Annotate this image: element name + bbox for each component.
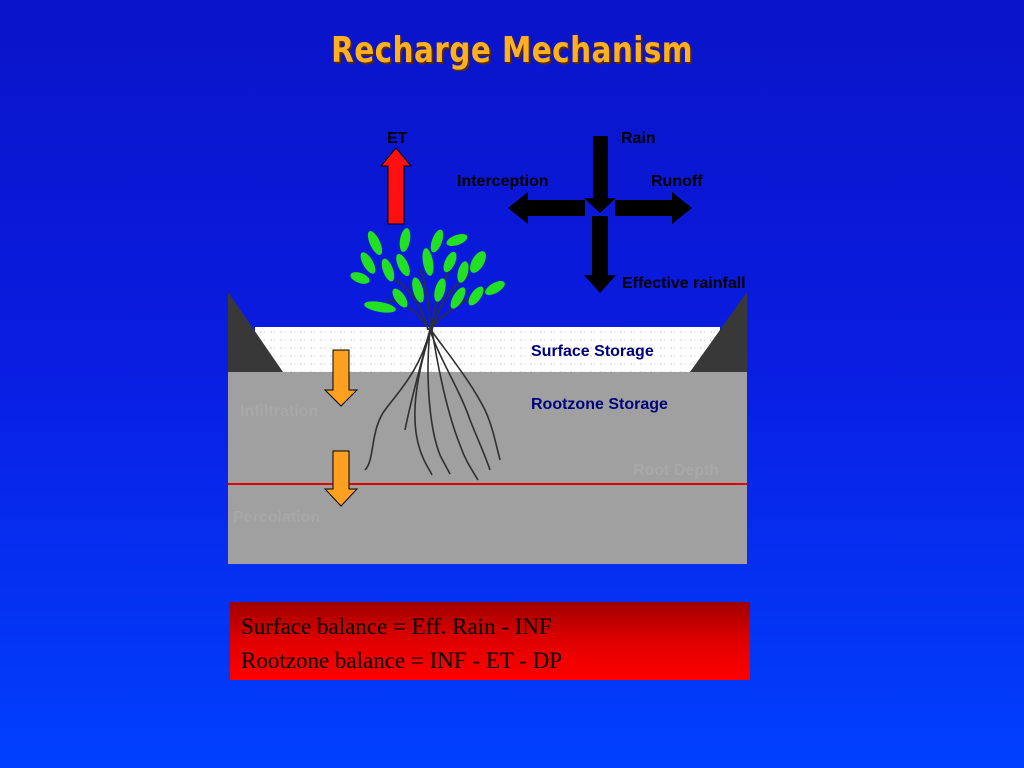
root-depth-label: Root Depth [633, 462, 719, 479]
percolation-label: Percolation [233, 509, 320, 526]
soil-block [228, 372, 747, 564]
infiltration-label: Infiltration [240, 403, 318, 420]
et-arrow [379, 147, 413, 225]
page-title: Recharge Mechanism [331, 30, 693, 71]
et-label: ET [387, 130, 408, 147]
plant-leaves [350, 228, 505, 313]
rain-arrows [508, 136, 692, 293]
runoff-label: Runoff [651, 173, 703, 190]
surface-balance-equation: Surface balance = Eff. Rain - INF [241, 614, 552, 639]
effective-rainfall-label: Effective rainfall [622, 275, 746, 292]
rain-label: Rain [621, 130, 656, 147]
percolation-arrow [323, 450, 359, 507]
infiltration-arrow [323, 349, 359, 407]
right-bank [690, 292, 747, 372]
rootzone-balance-equation: Rootzone balance = INF - ET - DP [241, 648, 563, 673]
surface-storage-label: Surface Storage [531, 343, 654, 360]
interception-label: Interception [457, 173, 549, 190]
balance-box: Surface balance = Eff. Rain - INF Rootzo… [230, 602, 750, 680]
left-bank [228, 292, 283, 372]
rootzone-storage-label: Rootzone Storage [531, 396, 668, 413]
plant-roots [364, 261, 501, 481]
